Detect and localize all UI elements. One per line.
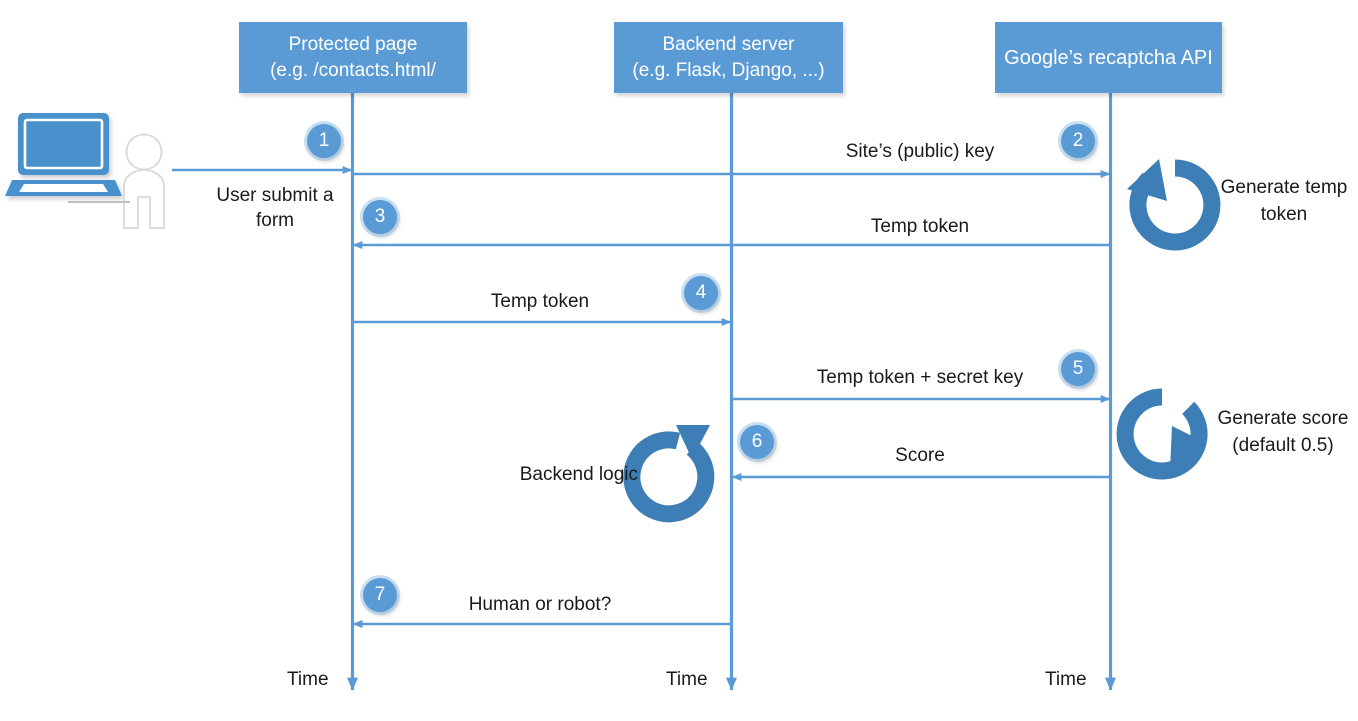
message-label-1: User submit a form — [216, 185, 334, 231]
message-label-7: Human or robot? — [468, 594, 612, 615]
participant-label-line: (e.g. Flask, Django, ...) — [632, 59, 825, 81]
step-badge-5[interactable]: 5 — [1061, 352, 1095, 386]
message-label-2: Site’s (public) key — [845, 141, 995, 162]
participant-box-backend-server[interactable]: Backend server (e.g. Flask, Django, ...) — [614, 22, 843, 93]
step-badge-6[interactable]: 6 — [740, 425, 774, 459]
person-icon — [68, 133, 166, 230]
message-label-6: Score — [895, 445, 945, 466]
time-label-protected-page: Time — [287, 669, 329, 690]
participant-label-line: (e.g. /contacts.html/ — [270, 59, 436, 81]
message-label-3: Temp token — [870, 216, 970, 237]
step-badge-2[interactable]: 2 — [1061, 124, 1095, 158]
circular-arrow-icon-generate-temp-token — [1127, 159, 1221, 251]
participant-box-recaptcha-api[interactable]: Google’s recaptcha API — [995, 22, 1222, 93]
step-badge-1[interactable]: 1 — [307, 124, 341, 158]
time-label-backend-server: Time — [666, 669, 708, 690]
step-badge-3[interactable]: 3 — [363, 200, 397, 234]
message-label-5: Temp token + secret key — [816, 367, 1024, 388]
participant-box-protected-page[interactable]: Protected page (e.g. /contacts.html/ — [239, 22, 467, 93]
laptop-icon — [5, 113, 122, 196]
message-label-4: Temp token — [490, 291, 590, 312]
step-badge-4[interactable]: 4 — [684, 276, 718, 310]
participant-label-line: Google’s recaptcha API — [1004, 46, 1213, 69]
self-action-label-generate-temp-token: Generate temp token — [1220, 177, 1348, 225]
self-action-label-backend-logic: Backend logic — [519, 464, 638, 485]
circular-arrow-icon-generate-score — [1116, 388, 1208, 480]
participant-label-line: Backend server — [662, 33, 795, 55]
step-badge-7[interactable]: 7 — [363, 578, 397, 612]
circular-arrow-icon-backend-logic — [623, 425, 715, 523]
time-label-recaptcha-api: Time — [1045, 669, 1087, 690]
self-action-label-generate-score: Generate score (default 0.5) — [1217, 408, 1349, 456]
participant-label-line: Protected page — [288, 33, 418, 55]
